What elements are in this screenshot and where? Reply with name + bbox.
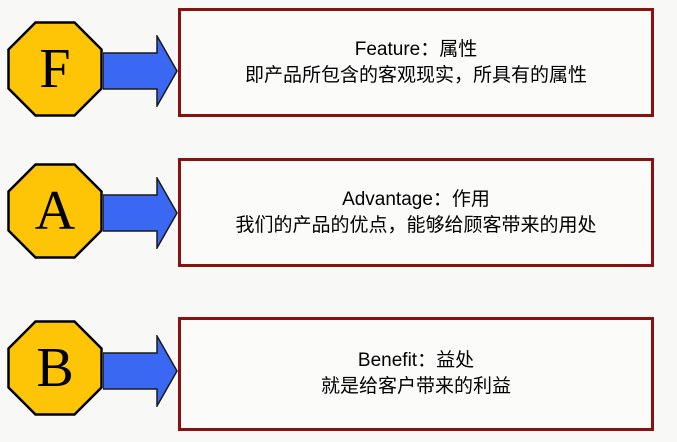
arrow-right-polygon <box>103 335 178 407</box>
definition-title-advantage: Advantage：作用 <box>342 188 490 210</box>
arrow-right-polygon <box>103 177 178 249</box>
octagon-a-shape <box>7 163 103 259</box>
arrow-right-icon <box>103 335 178 407</box>
definition-desc-advantage: 我们的产品的优点，能够给顾客带来的用处 <box>235 214 597 236</box>
arrow-right-icon <box>103 35 178 107</box>
definition-box-benefit: Benefit：益处 就是给客户带来的利益 <box>178 317 654 431</box>
octagon-f-shape <box>7 21 103 117</box>
definition-box-feature: Feature：属性 即产品所包含的客观现实，所具有的属性 <box>178 8 654 117</box>
definition-desc-benefit: 就是给客户带来的利益 <box>320 376 511 397</box>
arrow-right-polygon <box>103 35 178 107</box>
definition-title-feature: Feature：属性 <box>354 38 478 60</box>
definition-box-advantage: Advantage：作用 我们的产品的优点，能够给顾客带来的用处 <box>178 158 654 267</box>
arrow-right-icon <box>103 177 178 249</box>
definition-desc-feature: 即产品所包含的客观现实，所具有的属性 <box>244 64 587 86</box>
octagon-b-polygon <box>7 320 103 416</box>
definition-title-benefit: Benefit：益处 <box>357 350 475 371</box>
octagon-b-shape <box>7 320 103 416</box>
octagon-f-polygon <box>7 21 103 117</box>
octagon-a-polygon <box>7 163 103 259</box>
